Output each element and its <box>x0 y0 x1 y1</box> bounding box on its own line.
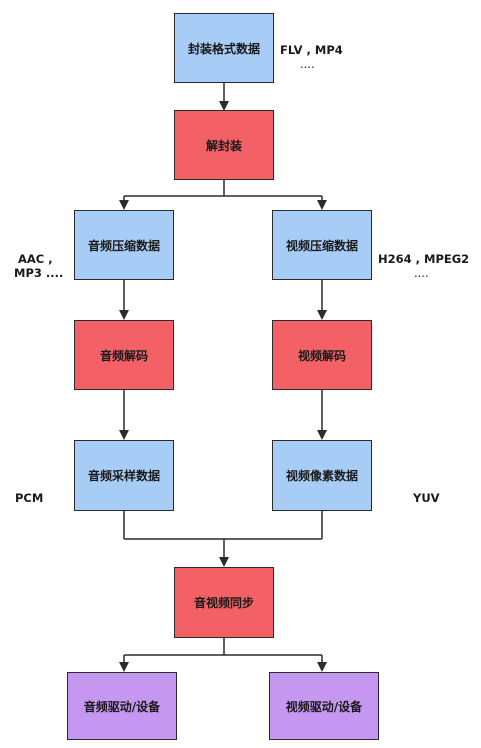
node-av-sync: 音视频同步 <box>174 567 274 638</box>
annotation-audio-codecs-line1: AAC , <box>18 252 53 266</box>
node-video-decode: 视频解码 <box>272 320 372 390</box>
node-audio-decode: 音频解码 <box>74 320 174 390</box>
annotation-audio-codecs: AAC , MP3 .... <box>14 252 63 280</box>
annotation-pcm: PCM <box>15 491 44 505</box>
annotation-video-codecs-line1: H264 , MPEG2 <box>378 252 470 266</box>
annotation-yuv: YUV <box>413 491 440 505</box>
node-demux: 解封装 <box>174 110 274 180</box>
annotation-video-codecs-line2: .... <box>414 266 429 280</box>
node-video-device: 视频驱动/设备 <box>269 672 379 740</box>
node-container-data: 封装格式数据 <box>174 13 274 83</box>
node-audio-compressed: 音频压缩数据 <box>74 210 174 280</box>
annotation-audio-codecs-line2: MP3 .... <box>14 266 64 280</box>
node-video-compressed: 视频压缩数据 <box>272 210 372 280</box>
annotation-container-formats-line2: .... <box>300 57 315 71</box>
node-audio-samples: 音频采样数据 <box>74 440 174 511</box>
annotation-video-codecs: H264 , MPEG2 .... <box>378 252 469 280</box>
annotation-container-formats-line1: FLV , MP4 <box>280 43 343 57</box>
node-audio-device: 音频驱动/设备 <box>67 672 177 740</box>
node-video-pixels: 视频像素数据 <box>272 440 372 511</box>
annotation-container-formats: FLV , MP4 .... <box>280 43 343 71</box>
